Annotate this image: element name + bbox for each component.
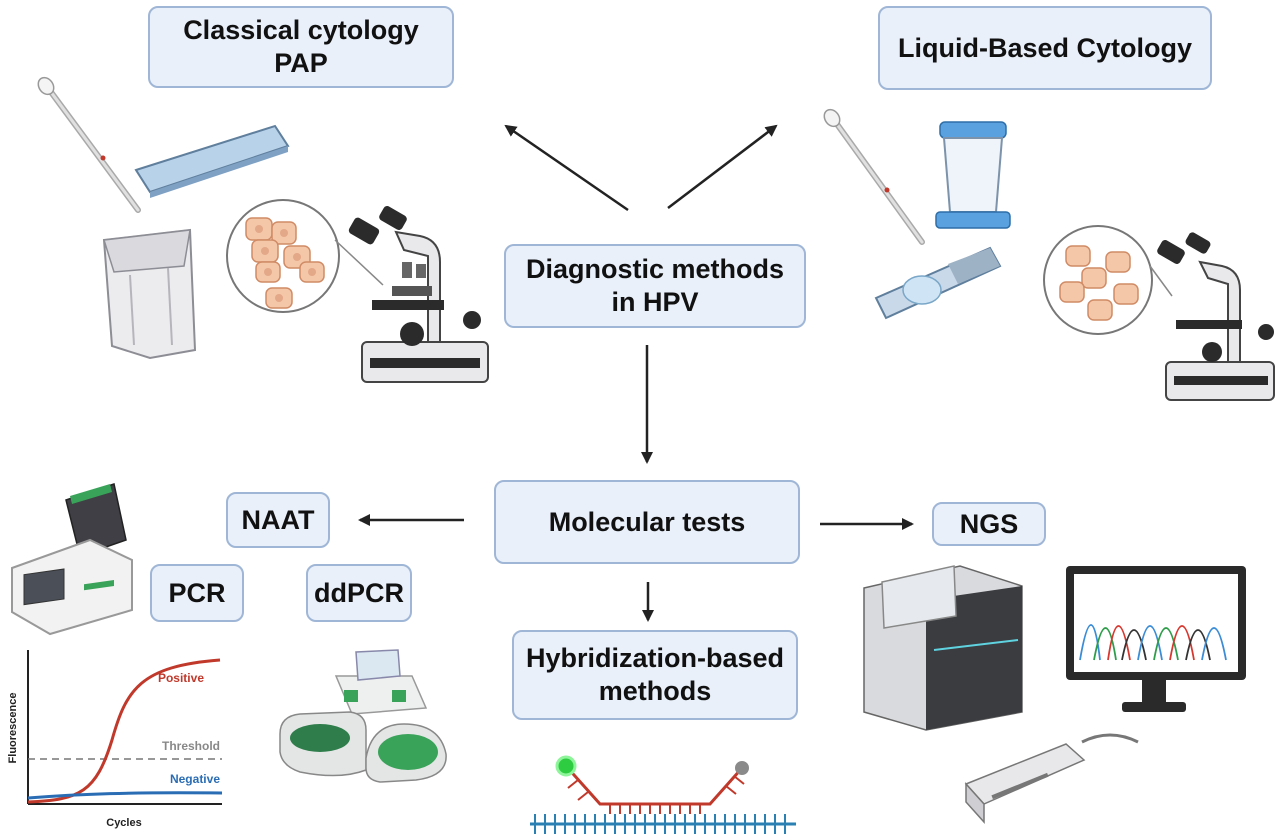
cervical-swab-left (37, 76, 141, 213)
molecular-label: Molecular tests (548, 506, 746, 537)
hybridization-box: Hybridization-based methods (512, 630, 798, 720)
microscope-left (348, 206, 489, 383)
y-axis-label: Fluorescence (7, 693, 19, 764)
lbc-slide (874, 246, 1002, 320)
lbc-vial (935, 121, 1011, 229)
naat-label: NAAT (241, 504, 315, 535)
pcr-box: PCR (150, 564, 244, 622)
hybridization-line2: methods (598, 676, 712, 706)
arrows (358, 124, 914, 622)
classical-cytology-box: Classical cytology PAP (148, 6, 454, 88)
ngs-sequencer (863, 565, 1023, 731)
classical-line1: Classical cytology (183, 15, 419, 45)
pcr-thermocycler (11, 483, 133, 636)
negative-curve (27, 791, 223, 800)
diagnostic-methods-box: Diagnostic methods in HPV (504, 244, 806, 328)
sequencing-monitor (1066, 566, 1246, 712)
diagnostic-line1: Diagnostic methods (525, 254, 785, 284)
pcr-label: PCR (168, 577, 226, 608)
molecular-tests-box: Molecular tests (494, 480, 800, 564)
positive-label: Positive (158, 671, 204, 685)
quencher-dot (735, 761, 749, 775)
lbc-box: Liquid-Based Cytology (878, 6, 1212, 90)
cervical-swab-right (823, 108, 925, 245)
arrow-to-classical (504, 124, 629, 212)
threshold-label: Threshold (162, 739, 220, 753)
portable-sequencer (964, 733, 1139, 824)
ddpcr-label: ddPCR (314, 577, 404, 608)
microscope-right (1157, 232, 1275, 401)
pcr-amplification-plot (27, 650, 223, 805)
classical-line2: PAP (274, 48, 328, 78)
negative-label: Negative (170, 772, 220, 786)
ddpcr-instruments (279, 649, 447, 783)
ddpcr-box: ddPCR (306, 564, 412, 622)
fluorophore-dot (555, 755, 577, 777)
ngs-label: NGS (959, 508, 1019, 539)
ngs-box: NGS (932, 502, 1046, 546)
diagnostic-line2: in HPV (611, 287, 699, 317)
glass-slide-left (134, 124, 290, 198)
naat-box: NAAT (226, 492, 330, 548)
x-axis-label: Cycles (106, 817, 141, 829)
specimen-container-left (102, 228, 197, 360)
hybridization-probe (530, 755, 796, 834)
hybridization-line1: Hybridization-based (525, 643, 785, 673)
cell-magnifier-left (226, 199, 384, 313)
arrow-to-lbc (667, 124, 778, 209)
cell-magnifier-right (1043, 225, 1173, 335)
lbc-label: Liquid-Based Cytology (897, 32, 1192, 63)
